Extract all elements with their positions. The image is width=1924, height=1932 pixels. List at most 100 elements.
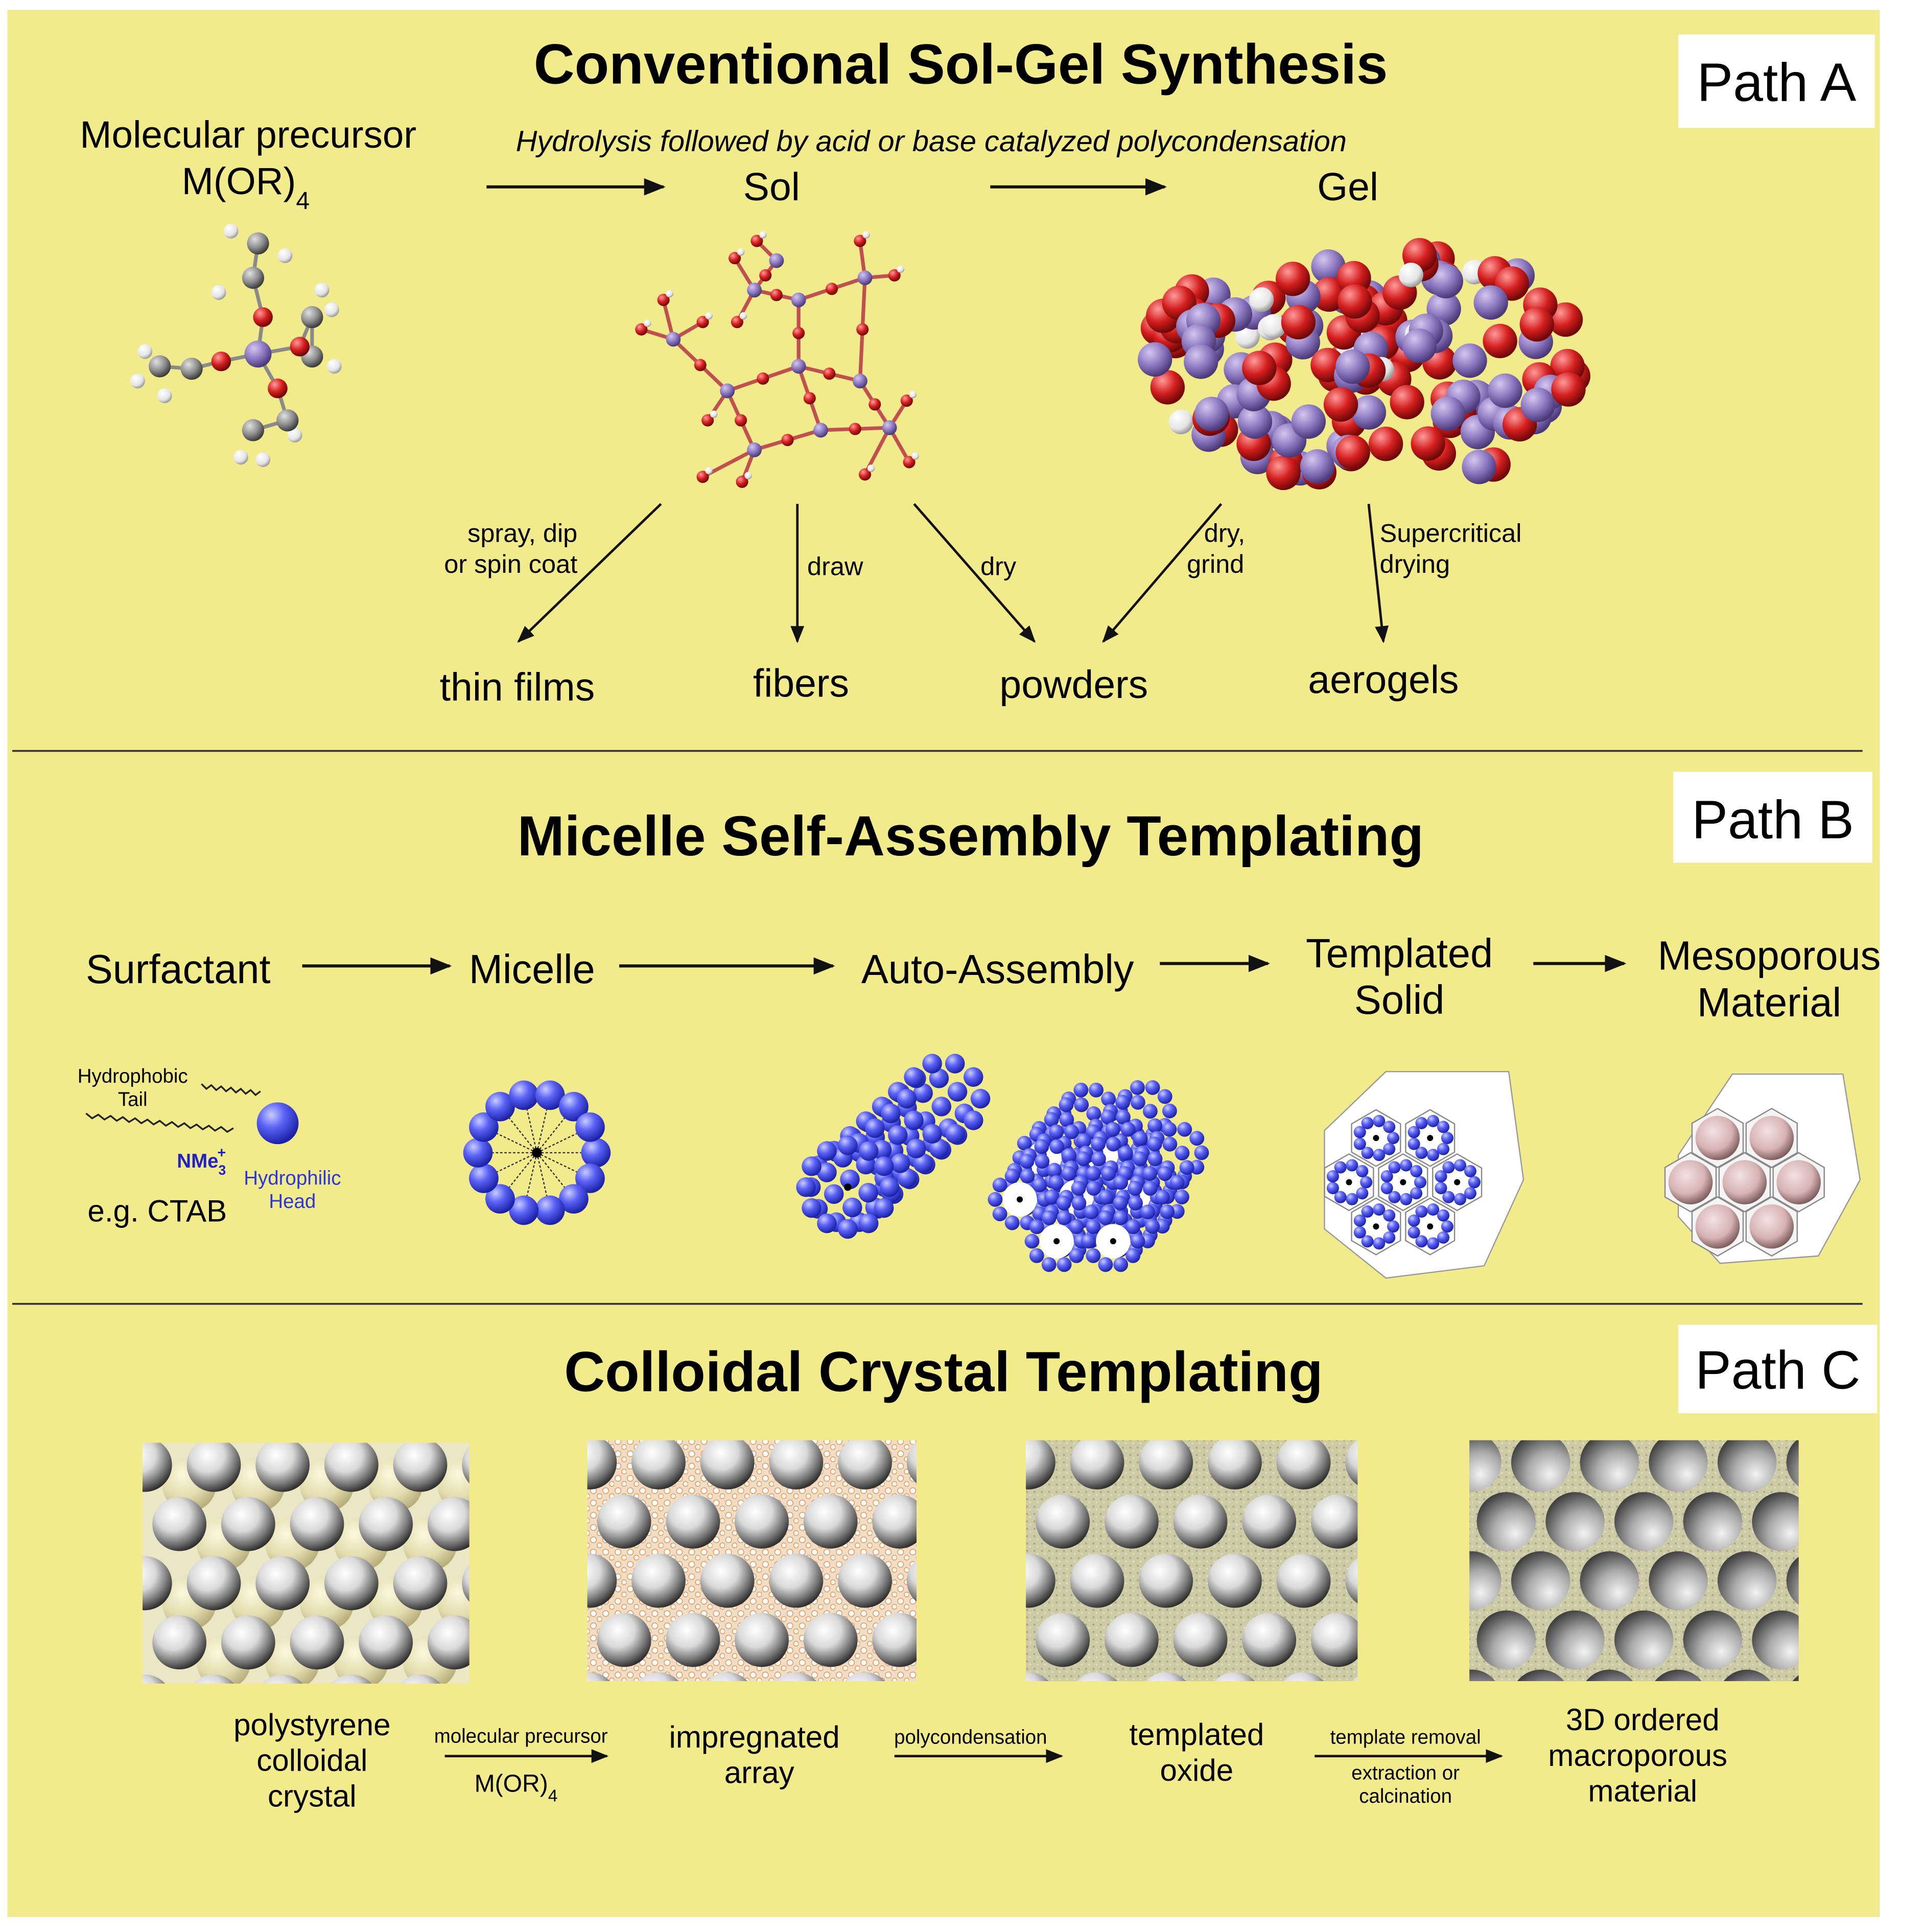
terminal-oxygen-atom bbox=[888, 269, 901, 282]
macropore bbox=[1718, 1440, 1777, 1492]
path-c-badge-box bbox=[1678, 1324, 1878, 1413]
colloid-sphere bbox=[1173, 1494, 1228, 1549]
path-a-title: Conventional Sol-Gel Synthesis bbox=[534, 33, 1388, 96]
mesoporous-pore bbox=[1749, 1115, 1794, 1160]
step3-label-bottom-1: extraction or bbox=[1351, 1762, 1460, 1784]
hydrogen-atom bbox=[1249, 287, 1274, 312]
silicon-atom bbox=[791, 292, 806, 308]
rod-front-sphere bbox=[874, 1156, 894, 1176]
panel4-caption-3: material bbox=[1588, 1774, 1697, 1808]
bundle-head-sphere bbox=[1059, 1112, 1074, 1127]
bundle-head-sphere bbox=[1044, 1112, 1059, 1127]
bundle-head-sphere bbox=[1130, 1233, 1145, 1249]
colloid-sphere bbox=[1139, 1440, 1193, 1489]
silicon-atom bbox=[857, 270, 873, 286]
hydrogen-atom bbox=[223, 223, 239, 239]
bundle-head-sphere bbox=[1128, 1181, 1143, 1196]
path-a-badge-box bbox=[1678, 34, 1875, 128]
bridging-oxygen-atom bbox=[849, 423, 861, 435]
rod-front-sphere bbox=[817, 1141, 837, 1161]
bundle-head-sphere bbox=[1071, 1196, 1087, 1211]
path-b-badge-box bbox=[1673, 772, 1872, 863]
colloid-sphere bbox=[1276, 1440, 1331, 1489]
process-dry-grind-label-2: grind bbox=[1187, 549, 1244, 578]
precursor-molecule-model bbox=[130, 223, 342, 468]
bridging-oxygen-atom bbox=[823, 367, 836, 380]
mesoporous-pore bbox=[1722, 1160, 1767, 1204]
stage-surfactant: Surfactant bbox=[86, 946, 271, 992]
arrow-to-aerogels bbox=[1367, 503, 1389, 643]
hydrogen-atom bbox=[737, 248, 745, 256]
carbon-atom bbox=[242, 419, 265, 441]
colloid-sphere bbox=[1026, 1672, 1049, 1682]
colloid-sphere bbox=[186, 1442, 241, 1492]
bundle-head-sphere bbox=[1086, 1181, 1101, 1196]
hydrogen-atom bbox=[314, 283, 330, 298]
macropore bbox=[1614, 1610, 1674, 1670]
gel-network-model bbox=[1138, 238, 1590, 491]
hydrogen-atom bbox=[130, 374, 145, 389]
rod-front-sphere bbox=[796, 1177, 816, 1197]
surfactant-illustration: Hydrophobic Tail NMe3+ Hydrophilic Head … bbox=[78, 1065, 341, 1228]
bundle-head-sphere bbox=[1041, 1257, 1057, 1272]
templated-micelle-sphere bbox=[1360, 1176, 1373, 1189]
carbon-atom bbox=[148, 355, 171, 378]
bundle-head-sphere bbox=[1098, 1190, 1114, 1205]
head-group-formula: NMe3+ bbox=[177, 1145, 226, 1178]
templated-micelle-sphere bbox=[1383, 1143, 1396, 1155]
path-c-section: Path C Colloidal Crystal Templating poly… bbox=[142, 1324, 1878, 1813]
colloid-sphere bbox=[393, 1556, 448, 1611]
templated-oxide-panel bbox=[1026, 1440, 1358, 1682]
rod-head-sphere bbox=[890, 1153, 910, 1173]
bundle-head-sphere bbox=[1049, 1175, 1064, 1190]
stage-templated-1: Templated bbox=[1306, 930, 1493, 976]
process-dry-label: dry bbox=[980, 552, 1017, 581]
macropore bbox=[1580, 1551, 1639, 1611]
micelle-tail bbox=[536, 1133, 577, 1154]
surfactant-tail-chain bbox=[85, 1112, 234, 1133]
colloid-sphere bbox=[1276, 1553, 1331, 1608]
hydrogen-atom bbox=[1168, 409, 1193, 434]
oxygen-atom bbox=[1281, 305, 1316, 340]
colloid-sphere bbox=[1077, 1672, 1118, 1682]
templated-micelle-core bbox=[1346, 1179, 1352, 1185]
terminal-oxygen-atom bbox=[854, 235, 866, 247]
bundle-head-sphere bbox=[1162, 1103, 1177, 1119]
bundle-head-sphere bbox=[992, 1206, 1007, 1222]
oxygen-atom bbox=[1519, 307, 1554, 342]
colloid-sphere bbox=[700, 1440, 755, 1489]
rod-head-sphere bbox=[817, 1162, 837, 1182]
oxygen-atom bbox=[1335, 435, 1370, 470]
colloid-sphere bbox=[803, 1613, 858, 1667]
colloid-sphere bbox=[324, 1556, 379, 1611]
silicon-atom bbox=[1452, 343, 1487, 378]
colloid-sphere bbox=[1242, 1613, 1297, 1667]
macropore bbox=[1786, 1556, 1799, 1605]
rod-core bbox=[844, 1183, 852, 1191]
rod-head-sphere bbox=[945, 1054, 965, 1074]
colloid-sphere bbox=[700, 1553, 755, 1608]
mesoporous-pore bbox=[1695, 1115, 1740, 1160]
bundle-head-sphere bbox=[1076, 1151, 1091, 1167]
micelle-head-sphere bbox=[535, 1195, 565, 1225]
sol-label: Sol bbox=[743, 165, 800, 209]
templated-micelle-sphere bbox=[1326, 1182, 1339, 1195]
colloid-sphere bbox=[913, 1678, 917, 1682]
bundle-head-sphere bbox=[1179, 1160, 1194, 1175]
macropore bbox=[1655, 1669, 1702, 1682]
rod-head-sphere bbox=[929, 1068, 949, 1088]
templated-micelle-sphere bbox=[1373, 1203, 1386, 1216]
carbon-atom bbox=[242, 267, 265, 289]
panel2-caption-1: impregnated bbox=[669, 1720, 840, 1754]
micelle-head-sphere bbox=[485, 1091, 515, 1122]
micelle-rod-illustration bbox=[796, 1054, 991, 1239]
colloid-sphere bbox=[906, 1441, 917, 1483]
colloid-sphere bbox=[776, 1672, 816, 1682]
oxygen-atom bbox=[1311, 277, 1347, 312]
oxygen-atom bbox=[1551, 372, 1586, 407]
bundle-head-sphere bbox=[1074, 1097, 1089, 1112]
hydrogen-atom bbox=[211, 285, 226, 300]
templated-micelle-sphere bbox=[1464, 1165, 1476, 1178]
templated-micelle-sphere bbox=[1361, 1235, 1374, 1248]
silicon-atom bbox=[769, 253, 784, 268]
